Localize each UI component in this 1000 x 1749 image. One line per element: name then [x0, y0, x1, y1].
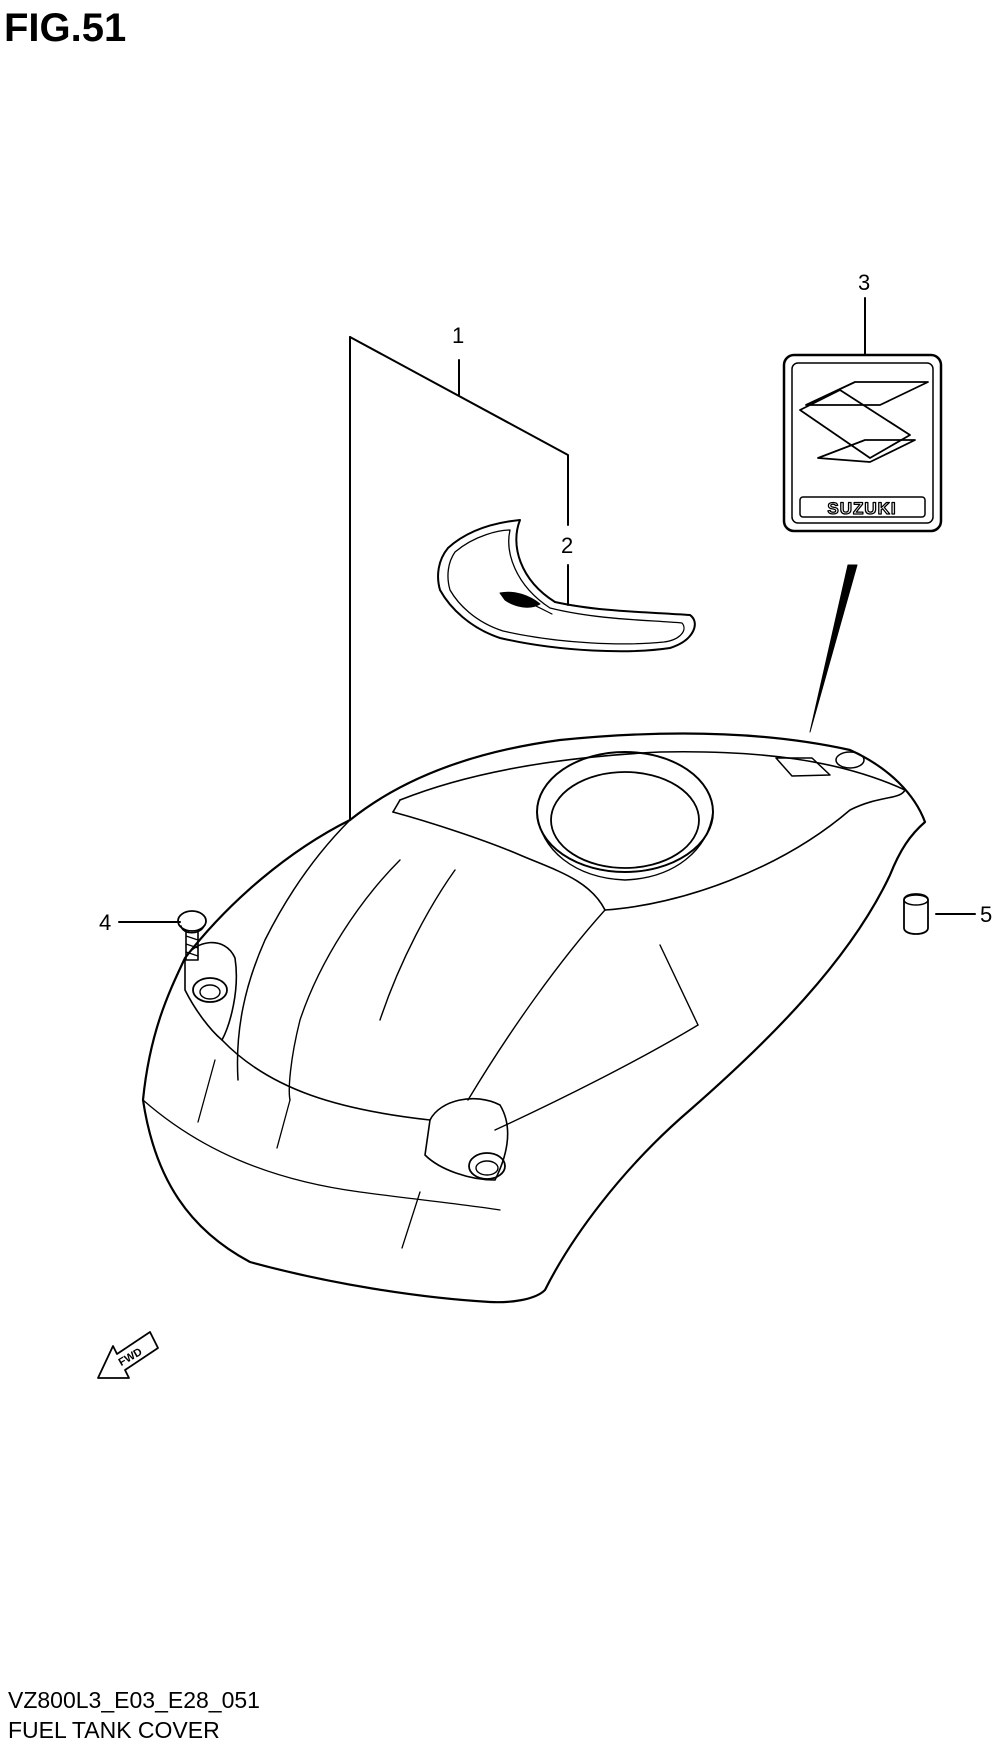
callout-1: 1 [452, 323, 464, 348]
forward-direction-arrow: FWD [97, 1331, 159, 1379]
part-4-screw [118, 910, 207, 961]
fuel-tank-cover-body [141, 732, 927, 1304]
callout-2: 2 [561, 533, 573, 558]
figure-name: FUEL TANK COVER [8, 1717, 220, 1743]
callout-3: 3 [858, 270, 870, 295]
leader-line-1 [349, 336, 569, 821]
emblem-text: SUZUKI [827, 499, 896, 518]
part-3-suzuki-emblem: SUZUKI [782, 297, 943, 733]
figure-title: FIG.51 [4, 6, 127, 50]
callout-4: 4 [99, 910, 111, 935]
part-5-bushing [903, 893, 976, 935]
part-2-decal-plate [437, 519, 696, 653]
figure-code: VZ800L3_E03_E28_051 [8, 1687, 260, 1713]
callout-5: 5 [980, 902, 992, 927]
